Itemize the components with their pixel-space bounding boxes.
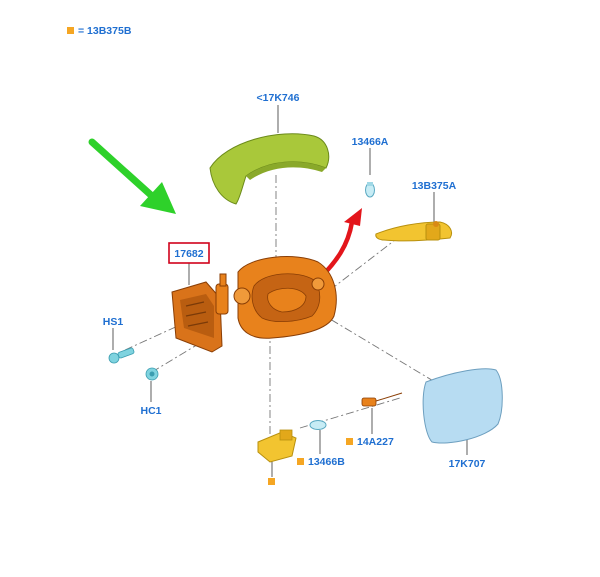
label-bulb-top: 13466A: [352, 136, 389, 148]
label-clip: HC1: [140, 405, 161, 417]
label-bulb-bottom: 13466B: [308, 456, 345, 468]
label-lamp-top: 13B375A: [412, 180, 457, 192]
label-cover: <17K746: [257, 92, 300, 104]
wire-connector-part: [361, 392, 403, 407]
legend-marker: [67, 27, 74, 34]
mirror-glass-part: [422, 368, 503, 444]
green-arrow-icon: [88, 138, 176, 214]
line-glass: [289, 294, 441, 386]
label-glass: 17K707: [449, 458, 486, 470]
red-curved-arrow-icon: [317, 208, 362, 281]
puddle-lamp-part: [257, 429, 297, 463]
mirror-cover-part: [209, 133, 330, 205]
label-housing: 17682: [174, 248, 203, 260]
bulb-bottom-part: [309, 420, 327, 430]
housing-part: [171, 273, 229, 353]
marker-wire: [346, 438, 353, 445]
legend-text: = 13B375B: [78, 25, 132, 37]
marker-bulb-bottom: [297, 458, 304, 465]
screw-part: [108, 347, 135, 364]
bulb-top-part: [365, 182, 375, 198]
marker-bottom: [268, 478, 275, 485]
line-screw: [124, 324, 181, 351]
label-screw: HS1: [103, 316, 124, 328]
mirror-bracket-part: [233, 256, 337, 339]
line-lamp: [329, 239, 396, 291]
clip-part: [145, 367, 159, 381]
label-wire: 14A227: [357, 436, 394, 448]
housing-label-box: [168, 242, 210, 264]
turn-signal-lamp-part: [375, 221, 453, 242]
